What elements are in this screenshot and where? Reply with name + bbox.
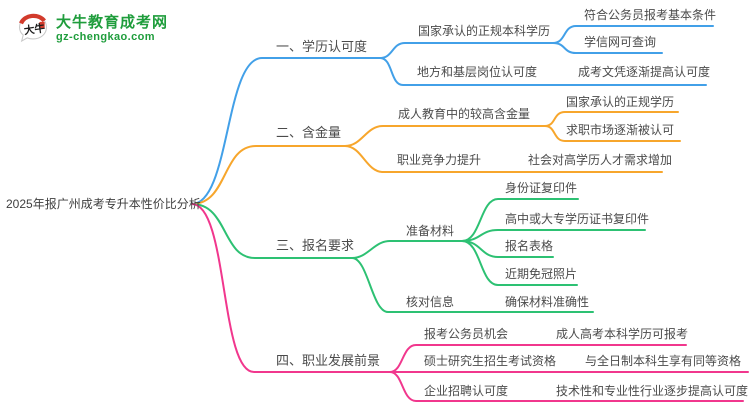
site-logo: 大牛 大牛教育成考网 gz-chengkao.com <box>16 12 168 46</box>
branch3-child2: 核对信息 <box>406 294 455 309</box>
branch2-label: 二、含金量 <box>276 125 342 141</box>
branch3-label: 三、报名要求 <box>276 238 355 254</box>
branch2-child2-line <box>344 145 663 173</box>
branch4-leaf1: 成人高考本科学历可报考 <box>556 326 689 341</box>
logo-icon-text: 大牛 <box>23 21 46 37</box>
branch2-child1: 成人教育中的较高含金量 <box>398 106 531 121</box>
red-seal-shape <box>39 21 45 28</box>
red-arc-shape <box>19 13 46 25</box>
daniu-logo-icon: 大牛 <box>19 13 47 43</box>
branch2-child2: 职业竞争力提升 <box>397 152 482 167</box>
branch1-child1-line <box>379 42 554 59</box>
branch1-label: 一、学历认可度 <box>276 39 368 55</box>
branch2-child1-line <box>344 125 546 147</box>
branch1-leaf1: 符合公务员报考基本条件 <box>584 7 717 22</box>
branch1-leaf2-line <box>552 42 663 54</box>
branch4-label: 四、职业发展前景 <box>276 353 381 369</box>
branch2-leaf2: 求职市场逐渐被认可 <box>566 122 675 137</box>
branch4-main-line <box>191 203 391 373</box>
branch2-main-line <box>191 145 346 205</box>
branch4-lines <box>191 203 749 402</box>
branch3-lines <box>191 198 646 313</box>
branch1-lines <box>191 25 714 205</box>
branch4-child3: 企业招聘认可度 <box>424 383 509 398</box>
branch3-leaf4: 近期免冠照片 <box>505 266 578 281</box>
branch3-leaf4-line <box>461 240 578 286</box>
branch1-child2-line <box>379 57 707 86</box>
branch1-leaf2: 学信网可查询 <box>584 34 657 49</box>
branch3-leaf2: 高中或大专学历证书复印件 <box>505 211 650 226</box>
speech-bubble-shape <box>19 15 47 43</box>
branch4-leaf2: 与全日制本科生享有同等资格 <box>585 353 742 368</box>
logo-site-url: gz-chengkao.com <box>56 31 155 44</box>
branch1-child2: 地方和基层岗位认可度 <box>417 64 538 79</box>
branch4-child1: 报考公务员机会 <box>424 326 509 341</box>
branch3-leaf1-line <box>461 198 579 242</box>
branch4-child3-line <box>389 371 744 402</box>
branch2-leaf2-line <box>544 125 681 142</box>
branch2-lines <box>191 111 681 205</box>
logo-site-name: 大牛教育成考网 <box>56 14 169 32</box>
branch3-leaf2-line <box>461 229 646 242</box>
branch4-leaf3: 技术性和专业性行业逐步提高认可度 <box>556 383 749 398</box>
branch3-main-line <box>191 203 353 259</box>
branch3-child1: 准备材料 <box>406 223 455 238</box>
branch4-child2: 硕士研究生招生考试资格 <box>424 353 557 368</box>
branch3-leaf1: 身份证复印件 <box>505 180 578 195</box>
branch3-child1-line <box>351 240 463 259</box>
branch3-leaf5: 确保材料准确性 <box>505 294 590 309</box>
branch2-leaf1: 国家承认的正规学历 <box>566 94 675 109</box>
branch1-child1: 国家承认的正规本科学历 <box>418 23 551 38</box>
root-topic: 2025年报广州成考专升本性价比分析 <box>6 196 201 211</box>
branch3-leaf3: 报名表格 <box>505 238 554 253</box>
branch2-leaf3: 社会对高学历人才需求增加 <box>528 152 673 167</box>
branch1-leaf3: 成考文凭逐渐提高认可度 <box>578 64 711 79</box>
branch3-child2-line <box>351 257 594 313</box>
branch1-main-line <box>191 57 381 205</box>
